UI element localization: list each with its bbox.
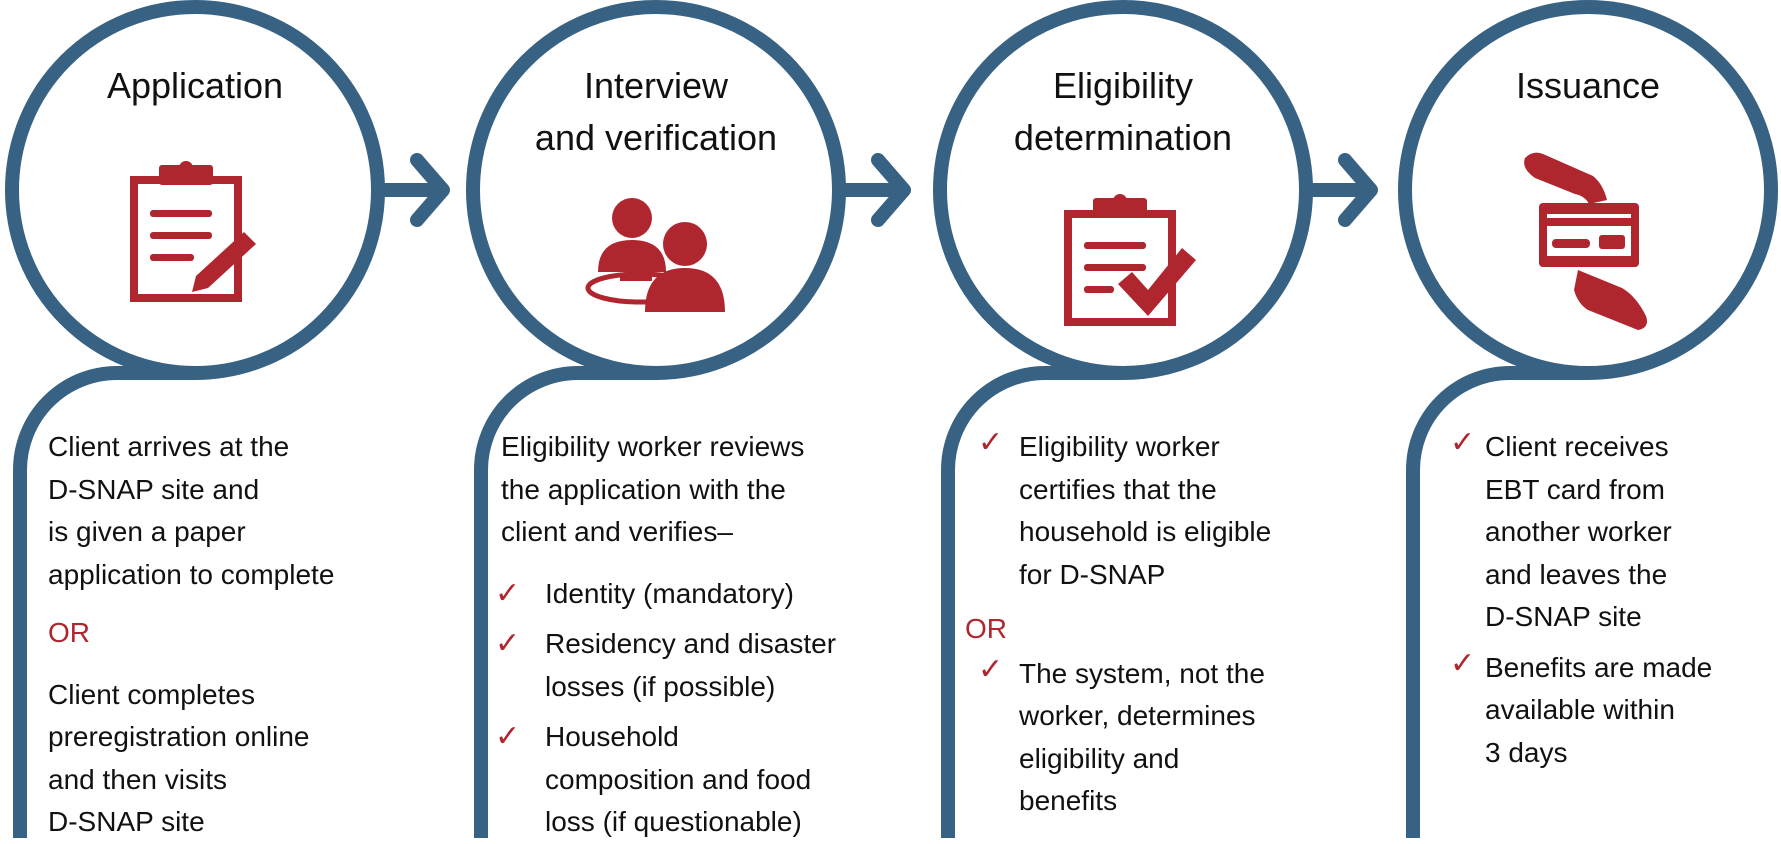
text-line: household is eligible <box>1019 516 1272 547</box>
text-line: Benefits are made <box>1485 651 1713 683</box>
text-line: D-SNAP site <box>1485 601 1642 632</box>
check-icon: ✓ <box>495 627 521 660</box>
text-line: worker, determines <box>1019 700 1256 731</box>
step-title: Issuance <box>1423 60 1753 112</box>
text-line: is given a paper <box>48 516 246 547</box>
arrow-right-icon <box>378 153 450 227</box>
checklist-item: ✓ The system, not the worker, determines el… <box>978 653 1271 823</box>
text-line: Client arrives at the <box>48 431 290 462</box>
text-line: certifies that the <box>1019 473 1217 505</box>
text-line: application to complete <box>48 558 335 590</box>
checklist-item: ✓ Eligibility worker certifies that the hou… <box>978 426 1271 596</box>
check-icon: ✓ <box>495 576 521 610</box>
step-title: Eligibility determination <box>958 60 1288 164</box>
text-line: eligibility and <box>1019 742 1180 774</box>
arrow-right-icon <box>839 153 911 227</box>
check-icon: ✓ <box>978 652 1004 686</box>
step-title-line: determination <box>1013 117 1233 158</box>
check-icon: ✓ <box>978 426 1004 459</box>
text-line: benefits <box>1019 785 1118 816</box>
text-line: EBT card from <box>1485 473 1665 505</box>
people-interview-icon <box>585 198 725 312</box>
or-label: OR <box>48 617 90 648</box>
text-line: D-SNAP site and <box>48 473 260 505</box>
checklist-item: ✓ Identity (mandatory) <box>495 573 836 616</box>
text-line: loss (if questionable) <box>545 806 802 837</box>
text-line: and leaves the <box>1485 558 1668 590</box>
check-icon: ✓ <box>495 720 521 753</box>
text-line: preregistration online <box>48 721 310 752</box>
step-title-line: Application <box>106 65 284 106</box>
step-title-line: and verification <box>534 117 778 158</box>
text-line: available within <box>1485 694 1675 725</box>
text-line: Eligibility worker <box>1019 431 1220 462</box>
step-panel-outline <box>941 366 1130 838</box>
checklist-item: ✓ Benefits are made available within 3 days <box>1450 647 1712 775</box>
checklist-item: ✓ Residency and disaster losses (if possib… <box>495 623 837 708</box>
text-line: another worker <box>1485 516 1672 547</box>
text-line: losses (if possible) <box>545 670 776 702</box>
clipboard-check-icon <box>1064 194 1196 326</box>
text-line: 3 days <box>1485 736 1568 768</box>
step-title: Application <box>30 60 360 112</box>
check-icon: ✓ <box>1450 426 1476 459</box>
step-3-description: ✓ Eligibility worker certifies that the hou… <box>965 426 1271 823</box>
step-panel-outline <box>474 366 663 838</box>
checklist-item: ✓ Household composition and food loss (if q… <box>495 716 836 844</box>
text-line: The system, not the <box>1019 657 1265 689</box>
text-line: composition and food <box>545 763 812 795</box>
step-panel-outline <box>1406 366 1595 838</box>
step-title-line: Issuance <box>1515 65 1661 106</box>
step-title: Interview and verification <box>491 60 821 164</box>
arrow-right-icon <box>1306 153 1378 227</box>
step-panel-outline <box>13 366 202 838</box>
text-line: for D-SNAP <box>1019 558 1166 590</box>
text-line: Residency and disaster <box>545 628 837 659</box>
text-line: Client completes <box>48 678 255 710</box>
text-line: and then visits <box>48 763 227 795</box>
text-line: client and verifies– <box>501 516 733 547</box>
text-line: Household <box>545 721 679 752</box>
text-line: the application with the <box>501 473 786 505</box>
clipboard-pencil-icon <box>130 161 256 302</box>
text-line: D-SNAP site <box>48 806 205 837</box>
step-title-line: Eligibility <box>1052 65 1194 106</box>
check-icon: ✓ <box>1450 646 1476 680</box>
hand-card-icon <box>1524 152 1647 330</box>
step-2-description: Eligibility worker reviews the applicatio… <box>495 426 837 844</box>
or-label: OR <box>965 613 1007 644</box>
text-line: Eligibility worker reviews <box>501 431 805 462</box>
text-line: Client receives <box>1485 431 1669 462</box>
text-line: Identity (mandatory) <box>545 577 794 609</box>
step-title-line: Interview <box>583 65 729 106</box>
